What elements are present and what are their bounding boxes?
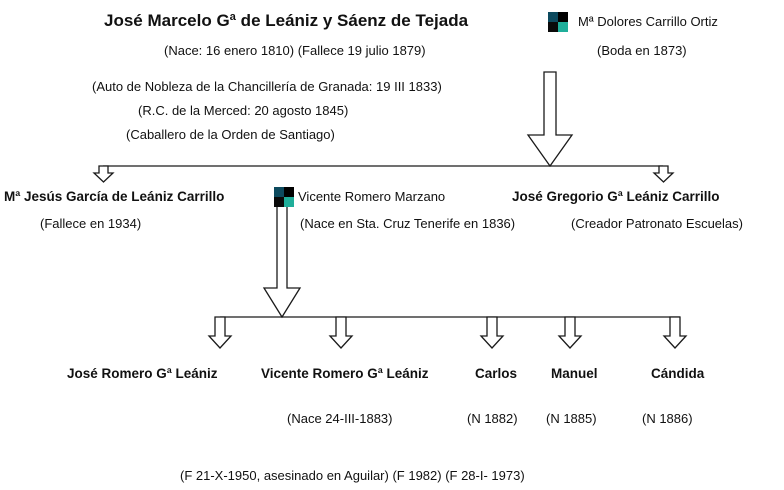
father-name: José Marcelo Gª de Leániz y Sáenz de Tej… — [104, 11, 469, 30]
parents-marriage-square-icon — [548, 12, 568, 32]
arrow-to-vicente-romero — [328, 316, 354, 349]
carlos-birth: (N 1882) — [467, 411, 518, 426]
vicente-marzano-name: Vicente Romero Marzano — [298, 189, 446, 204]
jose-gregorio-note: (Creador Patronato Escuelas) — [571, 216, 743, 231]
vicente-marzano-birth: (Nace en Sta. Cruz Tenerife en 1836) — [300, 216, 516, 231]
maria-jesus-death: (Fallece en 1934) — [40, 216, 142, 231]
candida-birth: (N 1886) — [642, 411, 693, 426]
manuel-name: Manuel — [551, 366, 598, 381]
carlos-name: Carlos — [475, 366, 518, 381]
generation3-deaths: (F 21-X-1950, asesinado en Aguilar) (F 1… — [180, 468, 525, 483]
jose-romero-name: José Romero Gª Leániz — [67, 366, 218, 381]
mother-wedding: (Boda en 1873) — [597, 43, 687, 58]
jose-gregorio-name: José Gregorio Gª Leániz Carrillo — [512, 189, 720, 204]
vicente-romero-name: Vicente Romero Gª Leániz — [261, 366, 429, 381]
arrow-to-jose-romero — [207, 316, 233, 349]
father-order: (Caballero de la Orden de Santiago) — [126, 127, 335, 142]
mother-name: Mª Dolores Carrillo Ortiz — [578, 14, 718, 29]
vicente-romero-birth: (Nace 24-III-1883) — [287, 411, 393, 426]
candida-name: Cándida — [651, 366, 705, 381]
arrow-to-manuel — [557, 316, 583, 349]
father-merced: (R.C. de la Merced: 20 agosto 1845) — [138, 103, 349, 118]
father-dates: (Nace: 16 enero 1810) (Fallece 19 julio … — [164, 43, 426, 58]
arrow-to-maria-jesus — [92, 165, 115, 183]
arrow-to-carlos — [479, 316, 505, 349]
maria-jesus-name: Mª Jesús García de Leániz Carrillo — [4, 189, 225, 204]
parents-marriage-arrow — [526, 71, 574, 168]
father-nobility: (Auto de Nobleza de la Chancillería de G… — [92, 79, 442, 94]
generation2-marriage-arrow — [262, 197, 302, 319]
manuel-birth: (N 1885) — [546, 411, 597, 426]
generation2-marriage-square-icon — [274, 187, 294, 207]
arrow-to-jose-gregorio — [652, 165, 675, 183]
arrow-to-candida — [662, 316, 688, 349]
